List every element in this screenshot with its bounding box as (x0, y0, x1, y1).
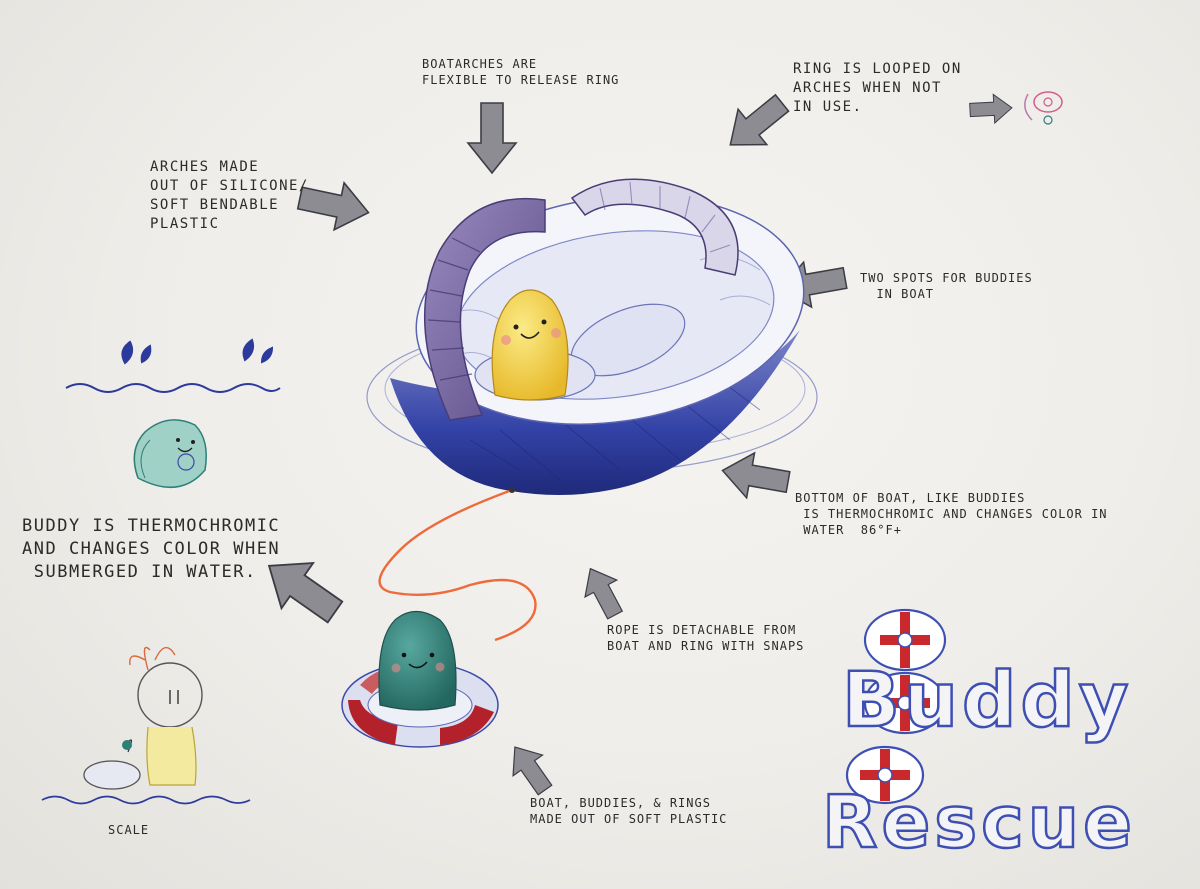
annotation-bottom-boat: Bottom of boat, like buddies is thermoch… (795, 491, 1108, 538)
ring-icon (1024, 91, 1063, 125)
lifebuoy-icon (863, 608, 947, 672)
rope-illustration (378, 488, 537, 642)
annotation-rope: Rope is detachable from Boat and ring wi… (607, 623, 805, 654)
ring-buddy-illustration (341, 610, 499, 748)
lifebuoy-icon (845, 745, 925, 805)
buddy-icon (133, 419, 207, 489)
scale-figure-illustration (41, 646, 251, 805)
annotation-ring-looped: Ring is looped on arches when not in use… (793, 61, 962, 115)
title-buddy: Buddy (841, 654, 1133, 746)
arrow-icon (968, 92, 1014, 125)
arrow-icon (573, 559, 632, 625)
annotation-scale: Scale (108, 823, 150, 837)
arrow-icon (499, 736, 561, 801)
annotation-boat-materials: Boat, buddies, & rings made out of soft … (530, 796, 728, 827)
title-rescue: Rescue (821, 779, 1136, 866)
arrow-icon (715, 84, 798, 164)
arrow-icon (467, 102, 517, 174)
annotation-buddy-thermochromic: Buddy is thermochromic and changes color… (22, 516, 281, 582)
water-illustration (65, 338, 281, 393)
boat-illustration (366, 178, 818, 495)
annotation-two-spots: Two spots for buddies in boat (860, 271, 1033, 302)
annotation-boatarches: Boatarches are flexible to release ring (422, 57, 620, 88)
lifebuoy-icon (863, 671, 947, 735)
annotation-arches-made: Arches made out of silicone/ soft bendab… (150, 159, 309, 232)
